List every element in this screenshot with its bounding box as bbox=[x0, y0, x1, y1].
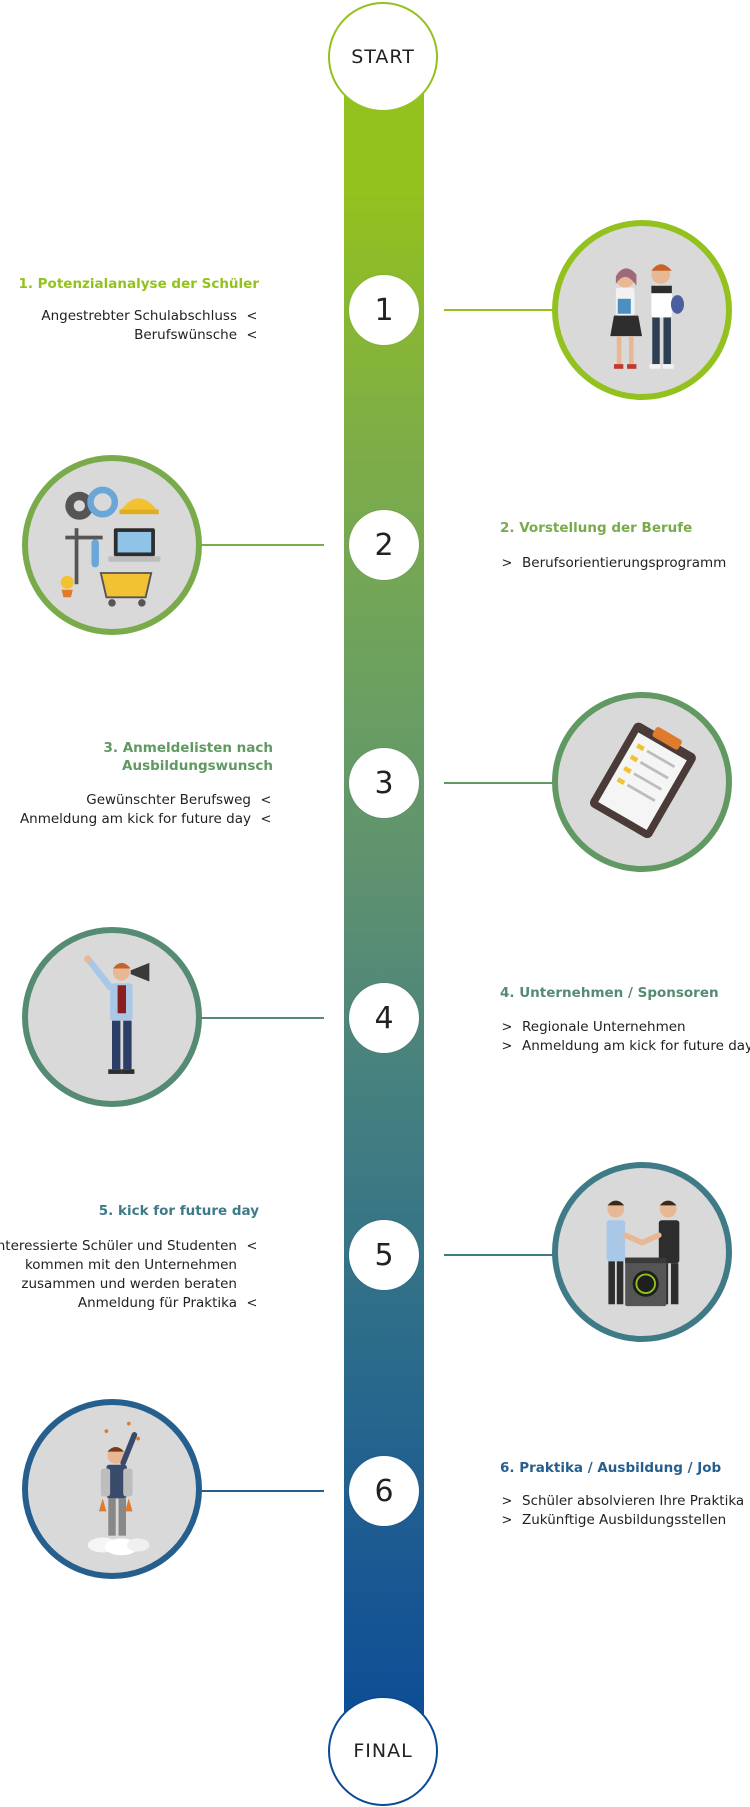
list-item: Angestrebter Schulabschluss< bbox=[41, 308, 258, 324]
step-5-number: 5 bbox=[349, 1220, 419, 1290]
step-4-connector bbox=[200, 1017, 324, 1019]
chevron-left-icon: < bbox=[246, 309, 258, 324]
step-1-title: 1. Potenzialanalyse der Schüler bbox=[18, 276, 259, 292]
step-2-connector bbox=[200, 544, 324, 546]
step-5-title: 5. kick for future day bbox=[98, 1203, 259, 1219]
list-item: Berufswünsche< bbox=[134, 327, 258, 343]
chevron-left-icon: < bbox=[246, 1296, 258, 1311]
timeline-start: START bbox=[328, 2, 438, 112]
list-item: Anmeldung am kick for future day< bbox=[19, 811, 272, 827]
step-4-list: >Regionale Unternehmen >Anmeldung am kic… bbox=[500, 1018, 750, 1056]
step-4-number: 4 bbox=[349, 983, 419, 1053]
step-2-number: 2 bbox=[349, 510, 419, 580]
step-3-number: 3 bbox=[349, 748, 419, 818]
step-1-connector bbox=[444, 309, 554, 311]
list-item: >Schüler absolvieren Ihre Praktika bbox=[501, 1493, 745, 1509]
chevron-right-icon: > bbox=[501, 1039, 513, 1054]
handshake-icon bbox=[552, 1162, 732, 1342]
list-item: >Anmeldung am kick for future day bbox=[501, 1038, 750, 1054]
step-5-list: Interessierte Schüler und Studenten< kom… bbox=[0, 1237, 259, 1313]
chevron-right-icon: > bbox=[501, 1513, 513, 1528]
chevron-right-icon: > bbox=[501, 1494, 513, 1509]
list-item: Anmeldung für Praktika< bbox=[77, 1295, 258, 1311]
students-icon bbox=[552, 220, 732, 400]
list-item: >Regionale Unternehmen bbox=[501, 1019, 686, 1035]
step-2-list: >Berufsorientierungsprogramm bbox=[500, 554, 727, 573]
list-item: >Zukünftige Ausbildungsstellen bbox=[501, 1512, 727, 1528]
step-1-list: Angestrebter Schulabschluss< Berufswünsc… bbox=[41, 307, 259, 345]
chevron-left-icon: < bbox=[246, 328, 258, 343]
clipboard-icon bbox=[552, 692, 732, 872]
chevron-left-icon: < bbox=[246, 1239, 258, 1254]
step-3-connector bbox=[444, 782, 554, 784]
list-item: Gewünschter Berufsweg< bbox=[86, 792, 272, 808]
timeline-final-label: FINAL bbox=[353, 1740, 413, 1762]
step-2-title: 2. Vorstellung der Berufe bbox=[500, 520, 693, 536]
step-6-list: >Schüler absolvieren Ihre Praktika >Zukü… bbox=[500, 1492, 745, 1530]
step-5-connector bbox=[444, 1254, 554, 1256]
timeline-start-label: START bbox=[351, 46, 415, 68]
list-item: zusammen und werden beraten< bbox=[21, 1276, 237, 1292]
chevron-left-icon: < bbox=[260, 793, 272, 808]
step-6-title: 6. Praktika / Ausbildung / Job bbox=[500, 1460, 722, 1476]
rocket-person-icon bbox=[22, 1399, 202, 1579]
timeline-final: FINAL bbox=[328, 1696, 438, 1806]
list-item: kommen mit den Unternehmen< bbox=[24, 1257, 237, 1273]
list-item: >Berufsorientierungsprogramm bbox=[501, 555, 727, 571]
megaphone-person-icon bbox=[22, 927, 202, 1107]
step-1-number: 1 bbox=[349, 275, 419, 345]
step-3-list: Gewünschter Berufsweg< Anmeldung am kick… bbox=[20, 791, 273, 829]
chevron-right-icon: > bbox=[501, 556, 513, 571]
list-item: Interessierte Schüler und Studenten< bbox=[0, 1238, 258, 1254]
chevron-right-icon: > bbox=[501, 1020, 513, 1035]
chevron-left-icon: < bbox=[260, 812, 272, 827]
professions-icon bbox=[22, 455, 202, 635]
step-6-connector bbox=[200, 1490, 324, 1492]
step-3-title: 3. Anmeldelisten nach Ausbildungswunsch bbox=[103, 740, 274, 774]
step-4-title: 4. Unternehmen / Sponsoren bbox=[500, 985, 719, 1001]
step-6-number: 6 bbox=[349, 1456, 419, 1526]
